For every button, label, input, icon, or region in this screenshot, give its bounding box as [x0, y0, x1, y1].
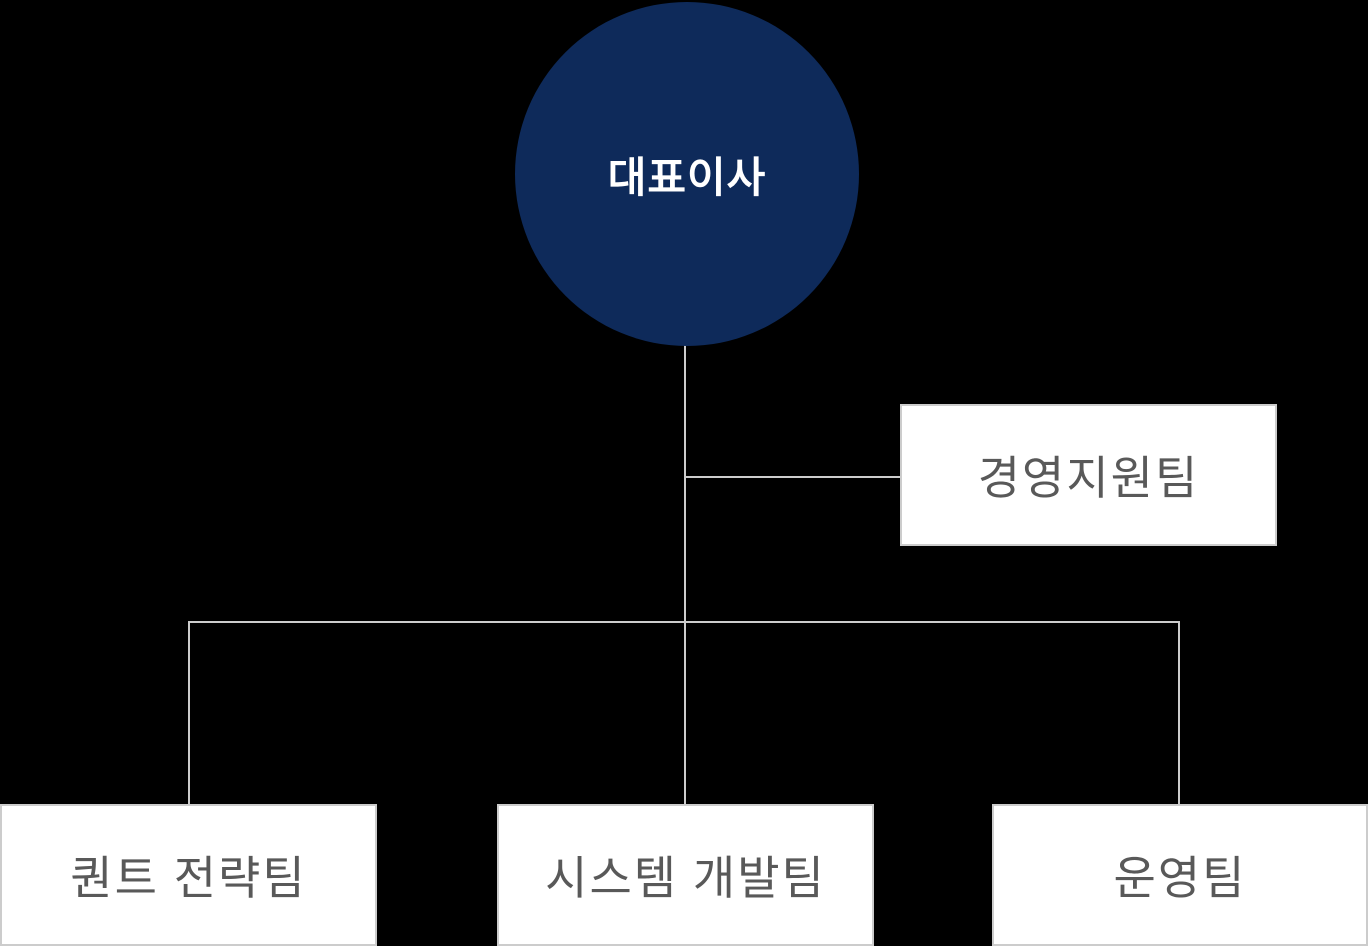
- org-node-quant-strategy-label: 퀀트 전략팀: [70, 852, 307, 904]
- connector-teams-rail: [188, 621, 1180, 623]
- org-node-operations: 운영팀: [992, 804, 1368, 946]
- org-node-system-dev: 시스템 개발팀: [497, 804, 874, 946]
- org-node-ceo-label: 대표이사: [607, 153, 767, 201]
- org-node-system-dev-label: 시스템 개발팀: [545, 852, 826, 904]
- connector-drop-ops: [1178, 622, 1180, 804]
- org-node-management-support: 경영지원팀: [900, 404, 1277, 546]
- org-node-management-support-label: 경영지원팀: [977, 452, 1200, 504]
- org-node-ceo: 대표이사: [515, 2, 859, 346]
- org-node-operations-label: 운영팀: [1113, 852, 1247, 904]
- connector-root-to-staff: [685, 476, 901, 478]
- org-node-quant-strategy: 퀀트 전략팀: [0, 804, 377, 946]
- connector-root-to-teams: [684, 340, 686, 804]
- connector-drop-quant: [188, 622, 190, 804]
